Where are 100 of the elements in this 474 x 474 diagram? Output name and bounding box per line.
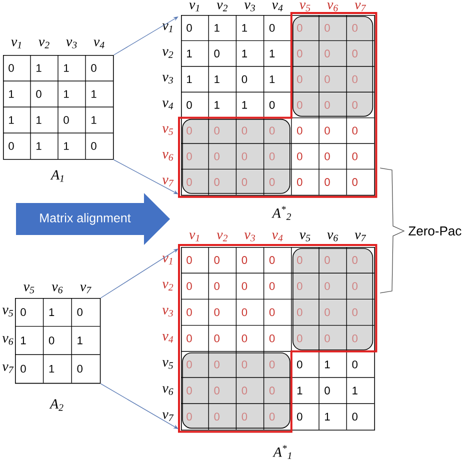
matrix-cell: 0 [242,256,248,264]
matrix-cell: 1 [64,64,69,72]
matrix-cell: 0 [77,364,82,373]
matrix-cell: 0 [269,386,275,394]
row-header: v$_{1}$ [162,24,172,32]
matrix-cell: 0 [91,142,96,150]
column-header: v$_{1}$ [189,232,200,242]
arrow [100,248,178,298]
column-header: v$_{5}$ [24,284,34,294]
column-header: v$_{3}$ [244,232,255,242]
matrix-cell: 0 [269,412,275,421]
row-header: v$_{5}$ [162,126,174,135]
matrix-cell: 0 [269,152,275,160]
matrix-cell: 0 [297,24,302,32]
matrix-cell: 0 [186,256,192,264]
matrix-cell: 0 [352,412,358,421]
matrix-cell: 0 [297,412,302,421]
column-header: v$_{6}$ [327,2,338,12]
matrix-cell: 0 [324,386,330,394]
row-header: v$_{7}$ [162,412,174,421]
matrix-cell: 0 [352,178,358,186]
matrix-cell: 0 [297,360,302,368]
matrix-cell: 1 [214,101,220,109]
row-header: v$_{3}$ [162,308,173,317]
matrix-cell: 0 [242,282,248,290]
matrix-cell: 0 [214,256,220,264]
matrix-cell: 0 [269,24,275,32]
matrix-cell: 1 [64,142,69,150]
matrix-caption: A$^{*}$1 [272,445,292,459]
matrix-cell: 1 [36,116,42,124]
matrix-cell: 0 [8,142,14,150]
row-header: v$_{2}$ [162,282,174,290]
matrix-cell: 0 [214,334,220,342]
matrix-cell: 1 [9,90,14,98]
matrix-caption: A$_{1}$ [50,170,64,182]
matrix-cell: 0 [77,308,82,316]
matrix-cell: 0 [297,101,302,109]
matrix-cell: 0 [352,308,358,316]
matrix-cell: 0 [214,360,220,368]
matrix-cell: 0 [352,50,358,58]
matrix-cell: 0 [214,152,220,160]
matrix-cell: 0 [91,64,96,72]
matrix-cell: 0 [297,75,302,84]
matrix-cell: 1 [214,75,220,84]
matrix-cell: 0 [269,101,275,109]
matrix-cell: 1 [92,116,96,124]
matrix-cell: 0 [186,334,192,342]
matrix-cell: 0 [214,126,220,135]
matrix-cell: 1 [270,50,275,58]
matrix-cell: 0 [64,116,69,124]
matrix-cell: 0 [36,90,42,98]
matrix-cell: 1 [36,64,42,72]
matrix-cell: 0 [324,126,330,135]
column-header: v$_{4}$ [272,2,283,12]
column-header: v$_{3}$ [66,40,77,48]
matrix-cell: 0 [214,308,220,316]
matrix-cell: 0 [352,152,358,160]
matrix-cell: 0 [242,75,248,84]
matrix-cell: 0 [8,64,14,72]
matrix-cell: 0 [297,282,302,290]
row-header: v$_{7}$ [2,364,14,374]
matrix-cell: 0 [269,256,275,264]
matrix-cell: 0 [214,178,220,186]
matrix-cell: 0 [324,24,330,32]
matrix-cell: 0 [352,126,358,135]
row-header: v$_{5}$ [162,360,174,369]
row-header: v$_{4}$ [162,334,174,343]
matrix-cell: 1 [78,336,82,344]
matrix-cell: 0 [324,334,330,342]
matrix-cell: 1 [325,412,330,420]
matrix-cell: 0 [186,412,192,421]
column-header: v$_{4}$ [94,40,104,48]
matrix-cell: 0 [324,282,330,290]
matrix-cell: 0 [242,386,248,394]
matrix-cell: 0 [269,334,275,342]
row-header: v$_{6}$ [162,152,174,161]
column-header: v$_{2}$ [216,232,228,242]
matrix-cell: 1 [352,386,358,394]
matrix-cell: 0 [324,308,330,316]
row-header: v$_{6}$ [162,386,174,395]
matrix-cell: 0 [20,308,26,316]
matrix-cell: 0 [186,360,192,368]
matrix-cell: 0 [297,334,302,342]
matrix-caption: A$^{*}$2 [272,206,291,220]
matrix-cell: 0 [324,178,330,186]
matrix-cell: 0 [186,386,192,394]
matrix-cell: 1 [214,24,220,32]
matrix-cell: 0 [186,282,192,290]
matrix-cell: 0 [242,360,248,368]
matrix-cell: 0 [214,50,220,58]
matrix-cell: 0 [269,360,275,368]
matrix-cell: 0 [324,75,330,84]
row-header: v$_{6}$ [2,336,14,345]
matrix-cell: 1 [64,90,69,98]
column-header: v$_{7}$ [80,284,92,294]
column-header: v$_{6}$ [52,284,63,294]
matrix-cell: 0 [352,256,358,264]
column-header: v$_{4}$ [272,232,283,242]
matrix-cell: 0 [324,50,330,58]
matrix-cell: 1 [36,142,42,150]
